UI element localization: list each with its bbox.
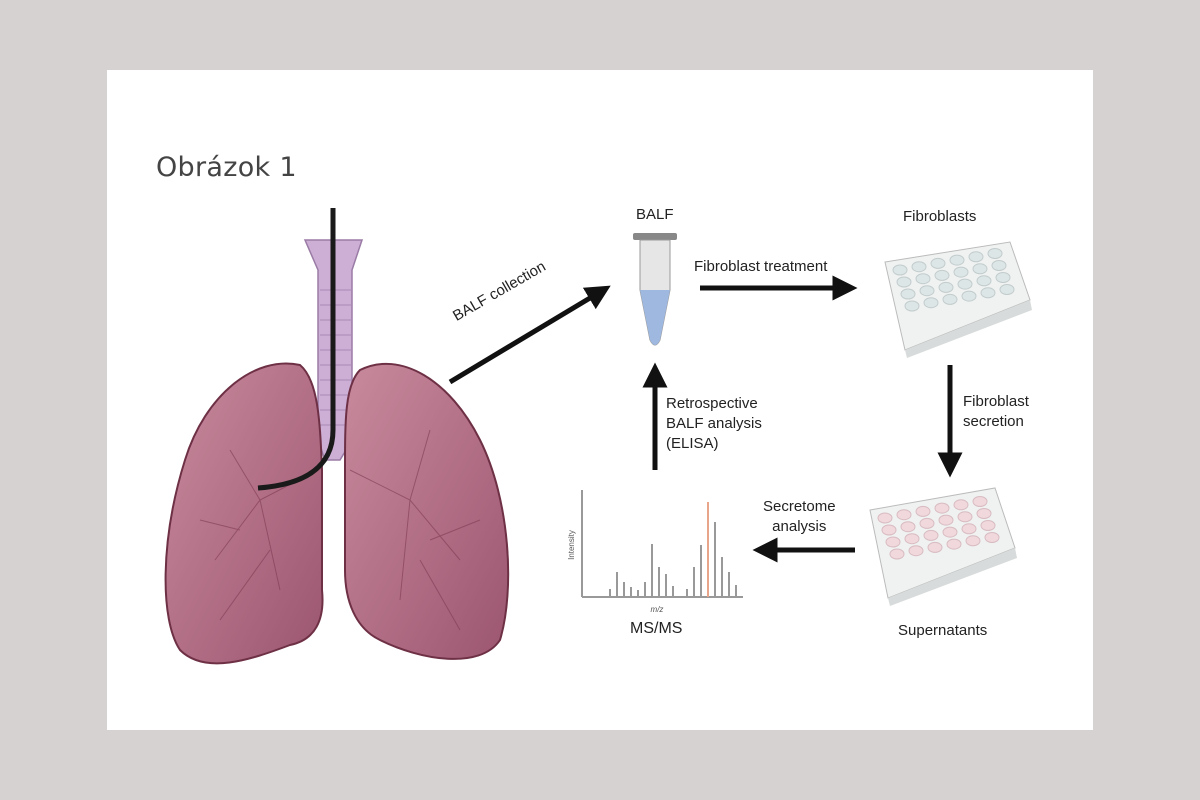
plate-well [991, 260, 1007, 271]
supernatant-plate-icon [869, 487, 1017, 606]
plate-well [892, 264, 908, 276]
right-lung [344, 362, 510, 660]
plate-well [919, 517, 935, 529]
plate-well [934, 502, 950, 514]
plate-well [942, 526, 958, 538]
plate-well [889, 548, 905, 560]
plate-well [965, 535, 981, 547]
plate-well [976, 508, 992, 519]
plate-well [980, 287, 996, 299]
balf-tube-icon [633, 233, 677, 346]
lungs-illustration [164, 208, 510, 665]
plate-well [927, 541, 943, 553]
plate-well [896, 509, 912, 521]
bronchoscope-tube [257, 208, 336, 491]
plate-well [919, 285, 935, 297]
plate-well [984, 532, 1000, 543]
plate-well [995, 272, 1011, 283]
plate-well [900, 288, 916, 300]
plate-well [885, 536, 901, 548]
plate-well [972, 496, 988, 507]
plate-well [923, 529, 939, 541]
plate-well [938, 514, 954, 526]
fibroblast-treatment-label: Fibroblast treatment [694, 258, 828, 275]
supernatants-label: Supernatants [898, 622, 988, 639]
figure-title: Obrázok 1 [156, 152, 297, 183]
plate-well [980, 520, 996, 531]
ms-ms-label: MS/MS [630, 620, 683, 637]
balf-label: BALF [636, 206, 674, 223]
plate-well [987, 248, 1003, 259]
ms-spectrum-chart: Intensity m/z [567, 490, 743, 614]
fibroblast-secretion-label: Fibroblast secretion [963, 393, 1029, 430]
plate-well [953, 266, 969, 278]
plate-well [923, 297, 939, 309]
plate-well [930, 257, 946, 269]
retrospective-analysis-label: Retrospective BALF analysis (ELISA) [666, 395, 762, 452]
secretome-analysis-label: Secretome analysis [763, 498, 836, 535]
plate-well [896, 276, 912, 288]
left-lung [164, 362, 324, 665]
plate-well [949, 254, 965, 266]
fibroblast-plate-icon [884, 241, 1032, 358]
plate-well [915, 273, 931, 285]
plate-well [972, 263, 988, 275]
plate-well [957, 278, 973, 290]
plate-well [908, 545, 924, 557]
arrow-balf-collection [448, 285, 611, 385]
plate-well [942, 293, 958, 305]
plate-well [904, 533, 920, 545]
mz-axis-label: m/z [651, 605, 664, 614]
plate-well [881, 524, 897, 536]
plate-well [911, 261, 927, 273]
plate-well [953, 499, 969, 511]
fibroblasts-label: Fibroblasts [903, 208, 977, 225]
plate-well [904, 300, 920, 312]
plate-well [946, 538, 962, 550]
plate-well [938, 281, 954, 293]
plate-well [968, 251, 984, 263]
plate-well [961, 523, 977, 535]
plate-well [999, 284, 1015, 295]
plate-well [957, 511, 973, 523]
plate-well [915, 505, 931, 517]
plate-well [961, 290, 977, 302]
plate-well [900, 521, 916, 533]
plate-well [976, 275, 992, 287]
plate-well [877, 512, 893, 524]
intensity-axis-label: Intensity [567, 530, 576, 560]
plate-well [934, 269, 950, 281]
